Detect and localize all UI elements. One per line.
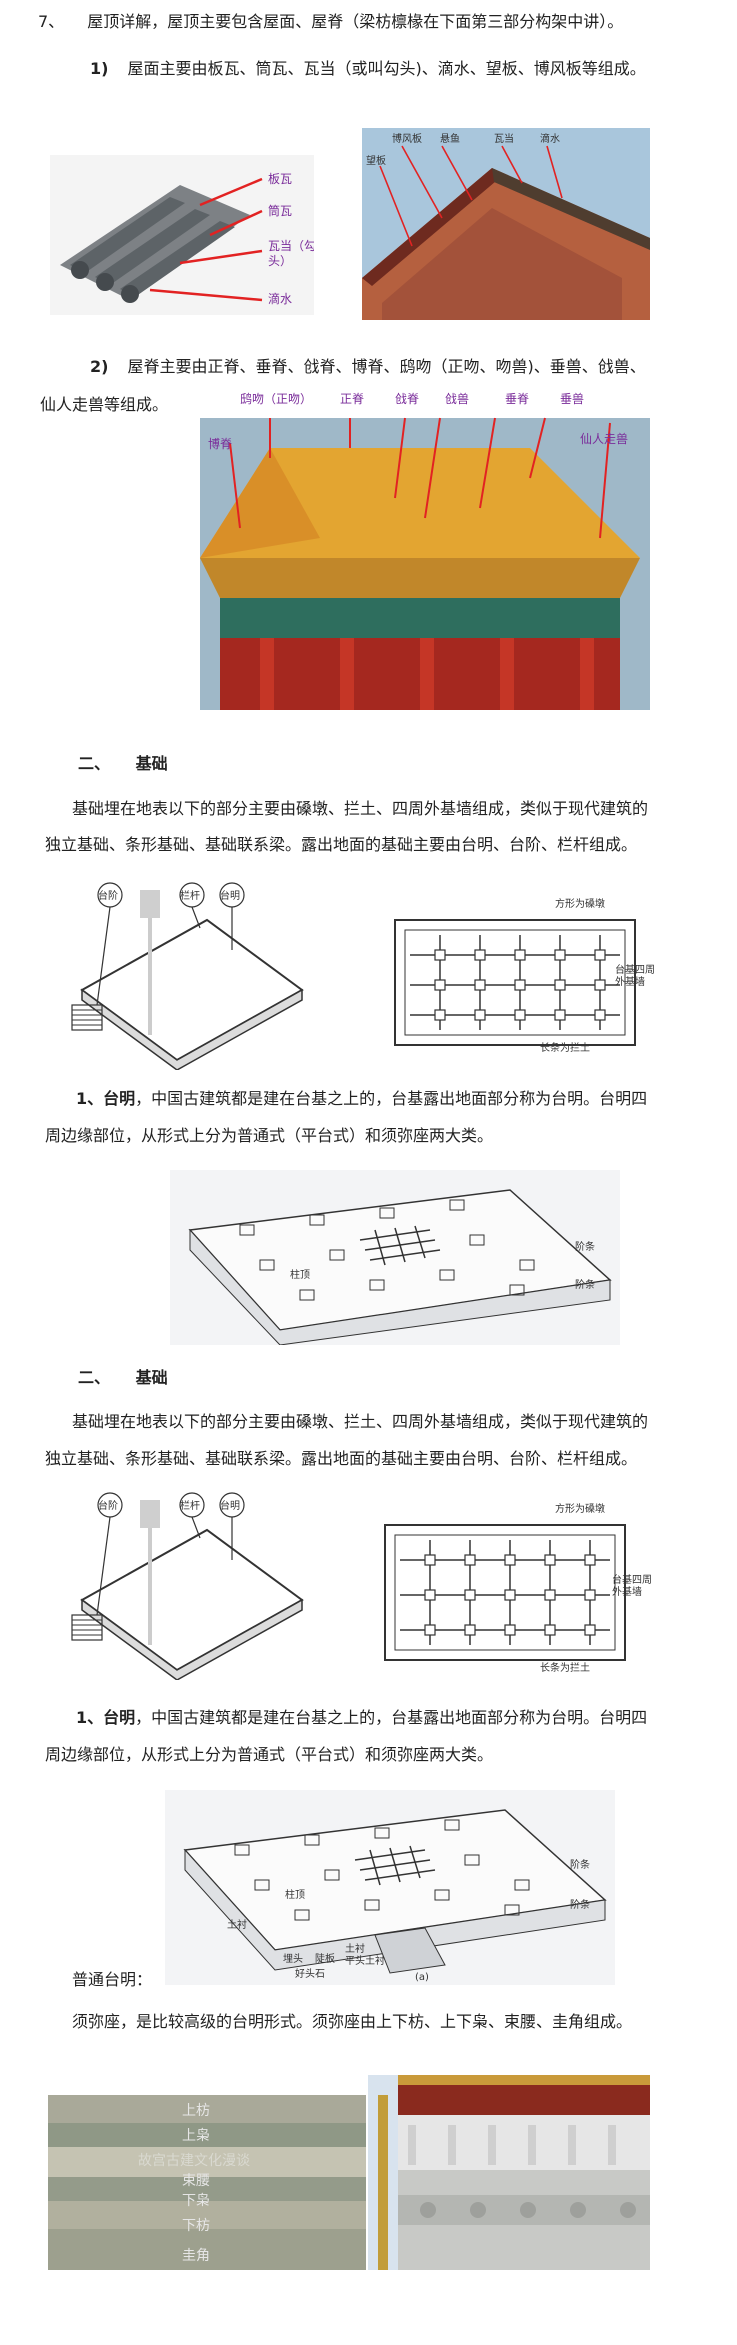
roof-gable-figure: 博风板 悬鱼 瓦当 滴水 望板 <box>362 128 650 320</box>
xumi-label-shangxiao: 上枭 <box>182 2127 210 2144</box>
ridge-figure: 鸱吻（正吻） 正脊 戗脊 戗兽 垂脊 垂兽 博脊 仙人走兽 <box>200 388 650 710</box>
jichu-b-taiming-title: 1、台明 <box>76 1708 136 1727</box>
xumi-label-xiaxiao: 下枭 <box>182 2192 210 2209</box>
sub2-text-1: 屋脊主要由正脊、垂脊、戗脊、博脊、鸱吻（正吻、吻兽)、垂兽、戗兽、 <box>127 357 646 376</box>
jichu-b-iso-label-taijie: 台阶 <box>98 1499 118 1512</box>
jichu-b-iso-label-taiming: 台明 <box>220 1499 240 1512</box>
roof-label-wangban: 望板 <box>366 154 386 167</box>
tile-label-wadang-2: 头） <box>268 254 292 268</box>
jichu-b-p2: 独立基础、条形基础、基础联系梁。露出地面的基础主要由台明、台阶、栏杆组成。 <box>45 1449 638 1468</box>
roof-tile-figure: 板瓦 筒瓦 瓦当（勾 头） 滴水 <box>50 155 314 315</box>
tile-label-wadang: 瓦当（勾 <box>268 239 314 253</box>
section-7-number: 7、 <box>38 12 65 31</box>
roof-label-xuanyu: 悬鱼 <box>440 132 460 145</box>
xumizuo-watermark: 故宫古建文化漫谈 <box>138 2153 250 2169</box>
jichu-b-platform-label-maitou: 埋头 <box>283 1953 303 1965</box>
jichu-a-heading: 二、 基础 <box>78 752 168 777</box>
jichu-a-plan-figure: 方形为磉墩 台基四周 外基墙 长条为拦土 <box>390 895 660 1055</box>
jichu-b-taiming-line2: 周边缘部位，从形式上分为普通式（平台式）和须弥座两大类。 <box>45 1745 494 1764</box>
jichu-a-p2: 独立基础、条形基础、基础联系梁。露出地面的基础主要由台明、台阶、栏杆组成。 <box>45 835 638 854</box>
roof-label-bofengban: 博风板 <box>392 132 422 145</box>
jichu-b-platform-label-jietiao-1: 阶条 <box>570 1858 590 1871</box>
jichu-a-platform-label-jietiao-2: 阶条 <box>575 1278 595 1291</box>
section-7-heading: 7、 屋顶详解，屋顶主要包含屋面、屋脊（梁枋檩椽在下面第三部分构架中讲）。 <box>38 10 623 35</box>
jichu-a-plan-label-waiji-2: 外基墙 <box>615 975 645 988</box>
putong-taiming-caption: 普通台明： <box>72 1970 153 1989</box>
jichu-b-platform-label-douban: 陡板 <box>315 1952 335 1965</box>
sub2-number: 2) <box>90 357 109 376</box>
xumi-label-guijiao: 圭角 <box>182 2248 210 2264</box>
jichu-b-platform-label-jietiao-2: 阶条 <box>570 1898 590 1911</box>
ridge-label-chuiji: 垂脊 <box>505 392 529 406</box>
jichu-a-plan-label-sangdun: 方形为磉墩 <box>555 897 605 910</box>
jichu-b-platform-label-zhuding: 柱顶 <box>285 1888 305 1901</box>
xumi-label-shangfang: 上枋 <box>182 2103 210 2119</box>
ridge-label-zhengji: 正脊 <box>340 392 364 406</box>
roof-label-wadang: 瓦当 <box>494 132 514 145</box>
jichu-a-taiming-line2: 周边缘部位，从形式上分为普通式（平台式）和须弥座两大类。 <box>45 1126 494 1145</box>
tile-label-banwa: 板瓦 <box>268 172 292 186</box>
jichu-a-platform-label-jietiao-1: 阶条 <box>575 1240 595 1253</box>
ridge-label-qiangshou: 戗兽 <box>445 392 469 406</box>
section-7-text: 屋顶详解，屋顶主要包含屋面、屋脊（梁枋檩椽在下面第三部分构架中讲）。 <box>87 12 624 31</box>
jichu-b-taiming-text-1: ，中国古建筑都是建在台基之上的，台基露出地面部分称为台明。台明四 <box>135 1708 648 1727</box>
ridge-label-chiwen: 鸱吻（正吻） <box>240 391 312 406</box>
jichu-b-p1: 基础埋在地表以下的部分主要由磉墩、拦土、四周外基墙组成，类似于现代建筑的 <box>72 1412 649 1431</box>
jichu-b-plan-label-waiji-1: 台基四周 <box>612 1573 652 1586</box>
jichu-b-plan-figure: 方形为磉墩 台基四周 外基墙 长条为拦土 <box>380 1500 660 1675</box>
jichu-a-platform-label-zhuding: 柱顶 <box>290 1268 310 1281</box>
jichu-b-plan-label-waiji-2: 外基墙 <box>612 1585 642 1598</box>
jichu-b-heading-num: 二、 <box>78 1368 111 1387</box>
jichu-a-plan-label-lantu: 长条为拦土 <box>540 1041 590 1054</box>
xumi-label-shuyao: 束腰 <box>182 2173 210 2189</box>
jichu-b-heading-text: 基础 <box>135 1368 168 1387</box>
jichu-a-iso-label-taiming: 台明 <box>220 889 240 902</box>
ridge-label-chuishou: 垂兽 <box>560 392 584 406</box>
sub2-line2: 仙人走兽等组成。 <box>40 395 169 414</box>
jichu-b-iso-figure: 台阶 栏杆 台明 <box>62 1490 312 1680</box>
tile-label-dishui: 滴水 <box>268 291 292 306</box>
tile-label-tongwa: 筒瓦 <box>268 203 292 218</box>
ridge-label-boji: 博脊 <box>208 436 232 451</box>
jichu-b-taiming-line1: 1、台明，中国古建筑都是建在台基之上的，台基露出地面部分称为台明。台明四 <box>76 1706 647 1731</box>
ridge-label-xianren: 仙人走兽 <box>580 432 628 446</box>
xumizuo-paragraph: 须弥座，是比较高级的台明形式。须弥座由上下枋、上下枭、束腰、圭角组成。 <box>72 2012 633 2031</box>
sub1-number: 1) <box>90 59 109 78</box>
jichu-a-plan-label-waiji-1: 台基四周 <box>615 963 655 976</box>
jichu-a-iso-label-taijie: 台阶 <box>98 889 118 902</box>
jichu-b-heading: 二、 基础 <box>78 1366 168 1391</box>
jichu-a-taiming-line1: 1、台明，中国古建筑都是建在台基之上的，台基露出地面部分称为台明。台明四 <box>76 1087 647 1112</box>
jichu-a-heading-text: 基础 <box>135 754 168 773</box>
sub1-text: 屋面主要由板瓦、筒瓦、瓦当（或叫勾头)、滴水、望板、博风板等组成。 <box>127 59 646 78</box>
jichu-a-platform-figure: 阶条 阶条 柱顶 <box>170 1170 620 1345</box>
jichu-a-iso-label-langan: 栏杆 <box>180 889 200 902</box>
jichu-a-taiming-title: 1、台明 <box>76 1089 136 1108</box>
sub2-line1: 2) 屋脊主要由正脊、垂脊、戗脊、博脊、鸱吻（正吻、吻兽)、垂兽、戗兽、 <box>90 355 646 380</box>
jichu-b-platform-figure: 阶条 阶条 柱顶 土衬 埋头 陡板 好头石 土衬 平头土衬 (a) <box>165 1790 615 1985</box>
jichu-b-plan-label-lantu: 长条为拦土 <box>540 1661 590 1674</box>
jichu-a-p1: 基础埋在地表以下的部分主要由磉墩、拦土、四周外基墙组成，类似于现代建筑的 <box>72 799 649 818</box>
jichu-b-platform-label-tuchen-2: 土衬 <box>345 1942 365 1955</box>
ridge-label-qiangji: 戗脊 <box>395 392 419 406</box>
jichu-b-plan-label-sangdun: 方形为磉墩 <box>555 1502 605 1515</box>
jichu-a-iso-figure: 台阶 栏杆 台明 <box>62 880 312 1070</box>
xumizuo-stone-figure: 故宫古建文化漫谈 上枋 上枭 束腰 下枭 下枋 圭角 <box>48 2095 366 2270</box>
jichu-b-platform-label-a: (a) <box>415 1972 429 1983</box>
jichu-b-platform-label-haotoushi: 好头石 <box>295 1968 325 1980</box>
jichu-b-iso-label-langan: 栏杆 <box>180 1499 200 1512</box>
jichu-b-platform-label-pingtou: 平头土衬 <box>345 1954 385 1967</box>
xumizuo-building-figure <box>368 2075 650 2270</box>
jichu-a-heading-num: 二、 <box>78 754 111 773</box>
jichu-a-taiming-text-1: ，中国古建筑都是建在台基之上的，台基露出地面部分称为台明。台明四 <box>135 1089 648 1108</box>
xumi-label-xiafang: 下枋 <box>182 2218 210 2234</box>
sub1-paragraph: 1) 屋面主要由板瓦、筒瓦、瓦当（或叫勾头)、滴水、望板、博风板等组成。 <box>90 57 646 82</box>
roof-label-dishui: 滴水 <box>540 132 560 145</box>
jichu-b-platform-label-tuchen: 土衬 <box>227 1918 247 1931</box>
